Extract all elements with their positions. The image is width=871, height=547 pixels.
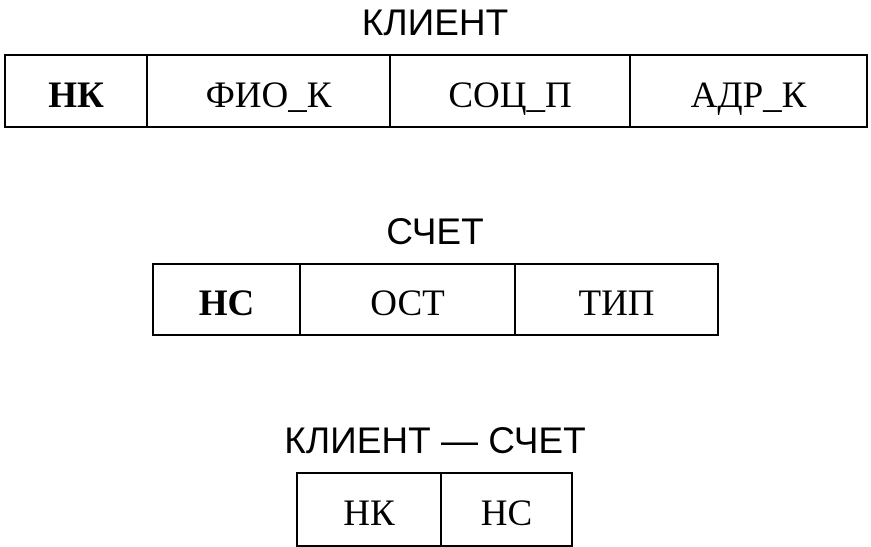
field-tip: ТИП [514, 265, 717, 334]
field-ns: НС [198, 283, 255, 324]
field-socz-p: СОЦ_П [389, 56, 629, 126]
field-ns-link: НС [440, 474, 571, 545]
table-client-account: НК НС [296, 472, 573, 547]
field-nk-link: НК [343, 493, 395, 534]
field-ost: ОСТ [299, 265, 514, 334]
table-client: НК ФИО_К СОЦ_П АДР_К [4, 54, 868, 128]
table-title-client-account: КЛИЕНТ — СЧЕТ [284, 420, 586, 461]
table-account: НС ОСТ ТИП [152, 263, 719, 336]
field-adr-k: АДР_К [629, 56, 866, 126]
table-title-account: СЧЕТ [386, 211, 484, 252]
field-fio-k: ФИО_К [146, 56, 389, 126]
table-title-client: КЛИЕНТ [361, 2, 509, 43]
field-nk: НК [48, 74, 104, 116]
